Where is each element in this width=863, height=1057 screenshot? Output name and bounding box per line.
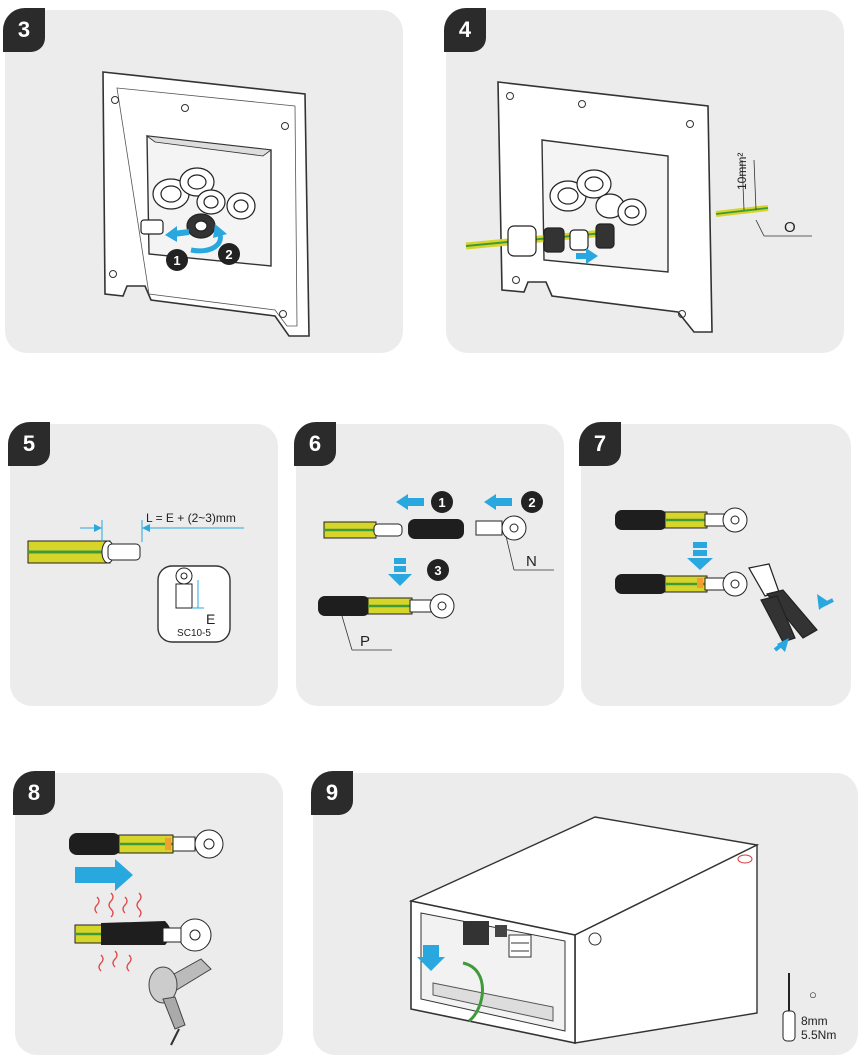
step-number-badge: 7: [579, 422, 621, 466]
step-3-illustration: 1 2: [102, 71, 310, 337]
length-formula: L = E + (2~3)mm: [146, 511, 236, 525]
tool-symbol: ○: [809, 987, 817, 1002]
step-6-panel: 6 1 2 N 3 P: [294, 422, 564, 706]
step-number-badge: 3: [3, 8, 45, 52]
step-9-panel: 9 ○ 8mm 5.5Nm: [311, 771, 858, 1055]
label-n: N: [526, 553, 537, 570]
torque-label: 5.5Nm: [801, 1028, 836, 1042]
callout-number: 1: [438, 495, 445, 510]
callout-number: 3: [434, 563, 441, 578]
step-number-badge: 4: [444, 8, 486, 52]
callout-circle-2: [218, 243, 240, 265]
dim-label-e: E: [206, 611, 215, 627]
tool-size-label: 8mm: [801, 1014, 828, 1028]
step-number-badge: 8: [13, 771, 55, 815]
step-number-badge: 6: [294, 422, 336, 466]
callout-number: 1: [173, 253, 180, 268]
step-8-illustration: [69, 829, 224, 1046]
step-number-badge: 5: [8, 422, 50, 466]
step-4-illustration: 10mm² O: [465, 81, 812, 333]
step-5-illustration: L = E + (2~3)mm E SC10-5: [27, 511, 244, 643]
step-5-panel: 5 L = E + (2~3)mm E SC10-5: [8, 422, 278, 706]
callout-number: 2: [225, 247, 232, 262]
terminal-model-label: SC10-5: [177, 628, 211, 639]
callout-label-o: O: [784, 219, 796, 236]
step-6-illustration: 1 2 N 3 P: [318, 491, 554, 651]
step-7-illustration: [615, 507, 834, 652]
label-p: P: [360, 633, 370, 650]
step-4-panel: 4 10mm² O: [444, 8, 844, 353]
step-8-panel: 8: [13, 771, 283, 1055]
cable-size-label: 10mm²: [735, 153, 749, 190]
step-3-panel: 3 1 2: [3, 8, 403, 353]
step-number-badge: 9: [311, 771, 353, 815]
step-9-illustration: ○ 8mm 5.5Nm: [408, 816, 836, 1044]
step-7-panel: 7: [579, 422, 851, 706]
callout-circle-1: [166, 249, 188, 271]
callout-number: 2: [528, 495, 535, 510]
